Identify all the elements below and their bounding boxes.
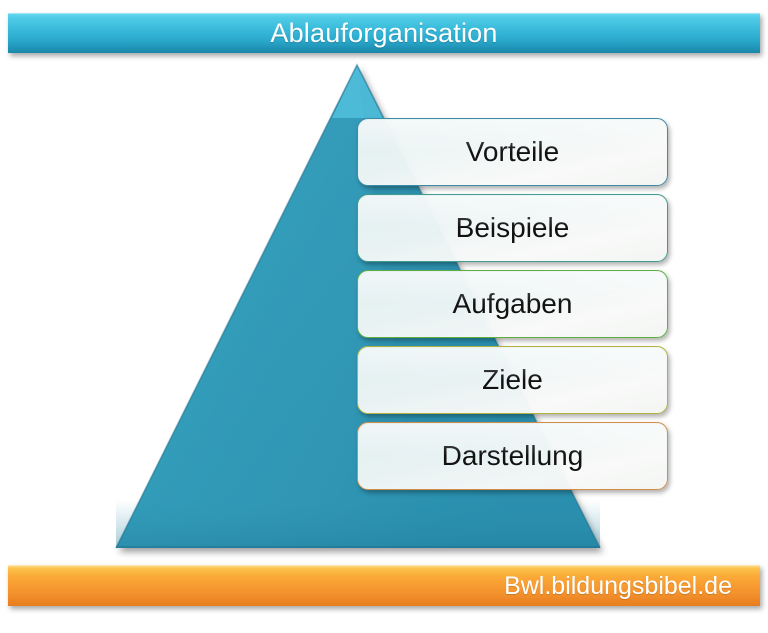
- pyramid-level-ziele[interactable]: Ziele: [357, 346, 668, 414]
- pyramid-level-vorteile[interactable]: Vorteile: [357, 118, 668, 186]
- header-bar: Ablauforganisation: [8, 13, 760, 53]
- pyramid-base-shade: [116, 500, 600, 548]
- pyramid-level-list: Vorteile Beispiele Aufgaben Ziele Darste…: [357, 118, 668, 490]
- source-attribution: Bwl.bildungsbibel.de: [504, 571, 732, 600]
- pyramid-level-label: Ziele: [482, 364, 543, 395]
- pyramid-apex-highlight: [332, 65, 383, 118]
- pyramid-level-beispiele[interactable]: Beispiele: [357, 194, 668, 262]
- pyramid-level-label: Darstellung: [441, 440, 584, 471]
- pyramid-level-aufgaben[interactable]: Aufgaben: [357, 270, 668, 338]
- footer-bar: Bwl.bildungsbibel.de: [8, 565, 760, 606]
- pyramid-level-label: Aufgaben: [452, 288, 573, 319]
- pyramid-level-darstellung[interactable]: Darstellung: [357, 422, 668, 490]
- pyramid-level-label: Vorteile: [465, 136, 560, 167]
- page-title: Ablauforganisation: [270, 18, 498, 48]
- pyramid-level-label: Beispiele: [455, 212, 570, 243]
